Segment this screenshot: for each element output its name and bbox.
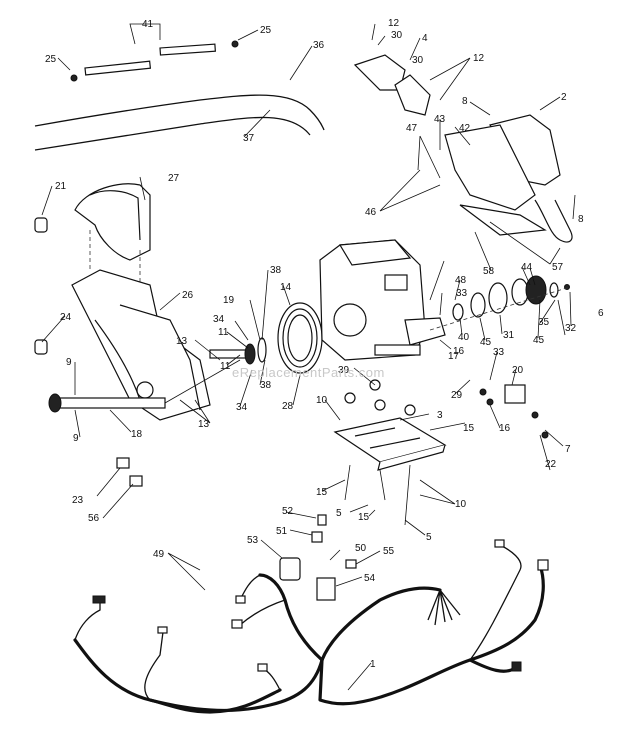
callout-28: 28 [282,401,294,412]
callout-14: 14 [280,282,292,293]
callout-25: 25 [45,54,57,65]
callout-15: 15 [316,487,328,498]
callout-33: 33 [456,288,468,299]
callout-55: 55 [383,546,395,557]
callout-56: 56 [88,513,100,524]
callout-38b: 38 [260,380,272,391]
engine-base-plate [333,417,447,526]
callout-17: 17 [448,351,460,362]
callout-30b: 30 [412,55,424,66]
callout-26: 26 [182,290,194,301]
callout-41: 41 [142,19,154,30]
callout-7: 7 [565,444,571,455]
callout-10b: 10 [455,499,467,510]
callout-19: 19 [223,295,235,306]
control-cables [34,40,325,151]
callout-23: 23 [72,495,84,506]
drive-belt [277,302,323,374]
callout-16: 16 [453,346,465,357]
callout-13: 13 [176,336,188,347]
callout-53: 53 [247,535,259,546]
callout-34: 34 [213,314,225,325]
dash-panel [353,54,573,243]
callout-46: 46 [365,207,377,218]
callout-3: 3 [437,410,443,421]
callout-57: 57 [552,262,564,273]
callout-45b: 45 [533,335,545,346]
callout-11: 11 [218,327,229,338]
callout-1: 1 [370,659,376,670]
callout-20: 20 [512,365,524,376]
callout-13b: 13 [198,419,210,430]
callout-9b: 9 [73,433,79,444]
callout-33b: 33 [493,347,505,358]
callout-4: 4 [422,33,428,44]
callout-15b: 15 [358,512,370,523]
callout-58: 58 [483,266,495,277]
callout-22: 22 [545,459,557,470]
callout-43: 43 [434,114,446,125]
callout-48: 48 [455,275,467,286]
callout-11b: 11 [220,361,231,372]
callout-34b: 34 [236,402,248,413]
callout-35: 35 [538,317,550,328]
callout-45: 45 [480,337,492,348]
callout-47: 47 [406,123,418,134]
callout-49: 49 [153,549,165,560]
callout-31: 31 [503,330,515,341]
wiring-harness [73,539,549,714]
callout-39: 39 [338,365,350,376]
callout-51: 51 [276,526,288,537]
pulley-set [429,275,571,331]
leader-lines [41,23,576,691]
callout-52: 52 [282,506,294,517]
callout-40: 40 [458,332,470,343]
callout-42: 42 [459,123,471,134]
callout-labels: 1 2 3 4 5 5 6 7 8 8 9 9 10 10 11 11 12 1… [45,18,604,670]
callout-21: 21 [55,181,67,192]
callout-44: 44 [521,262,533,273]
callout-38: 38 [270,265,282,276]
callout-50: 50 [355,543,367,554]
engine [319,239,446,361]
discharge-chute [74,183,151,290]
callout-5b: 5 [426,532,432,543]
callout-6: 6 [598,308,604,319]
callout-24: 24 [60,312,72,323]
callout-15c: 15 [463,423,475,434]
callout-5: 5 [336,508,342,519]
callout-16b: 16 [499,423,511,434]
callout-2: 2 [561,92,567,103]
callout-36: 36 [313,40,325,51]
callout-12b: 12 [473,53,485,64]
watermark: eReplacementParts.com [232,365,385,380]
callout-37: 37 [243,133,255,144]
callout-10: 10 [316,395,328,406]
callout-30: 30 [391,30,403,41]
auger-housing [71,269,211,421]
callout-32: 32 [565,323,577,334]
callout-25b: 25 [260,25,272,36]
callout-8b: 8 [578,214,584,225]
callout-27: 27 [168,173,180,184]
callout-29: 29 [451,390,463,401]
callout-9: 9 [66,357,72,368]
callout-8: 8 [462,96,468,107]
callout-54: 54 [364,573,376,584]
callout-18: 18 [131,429,143,440]
auger-shaft [48,337,267,413]
callout-12: 12 [388,18,400,29]
